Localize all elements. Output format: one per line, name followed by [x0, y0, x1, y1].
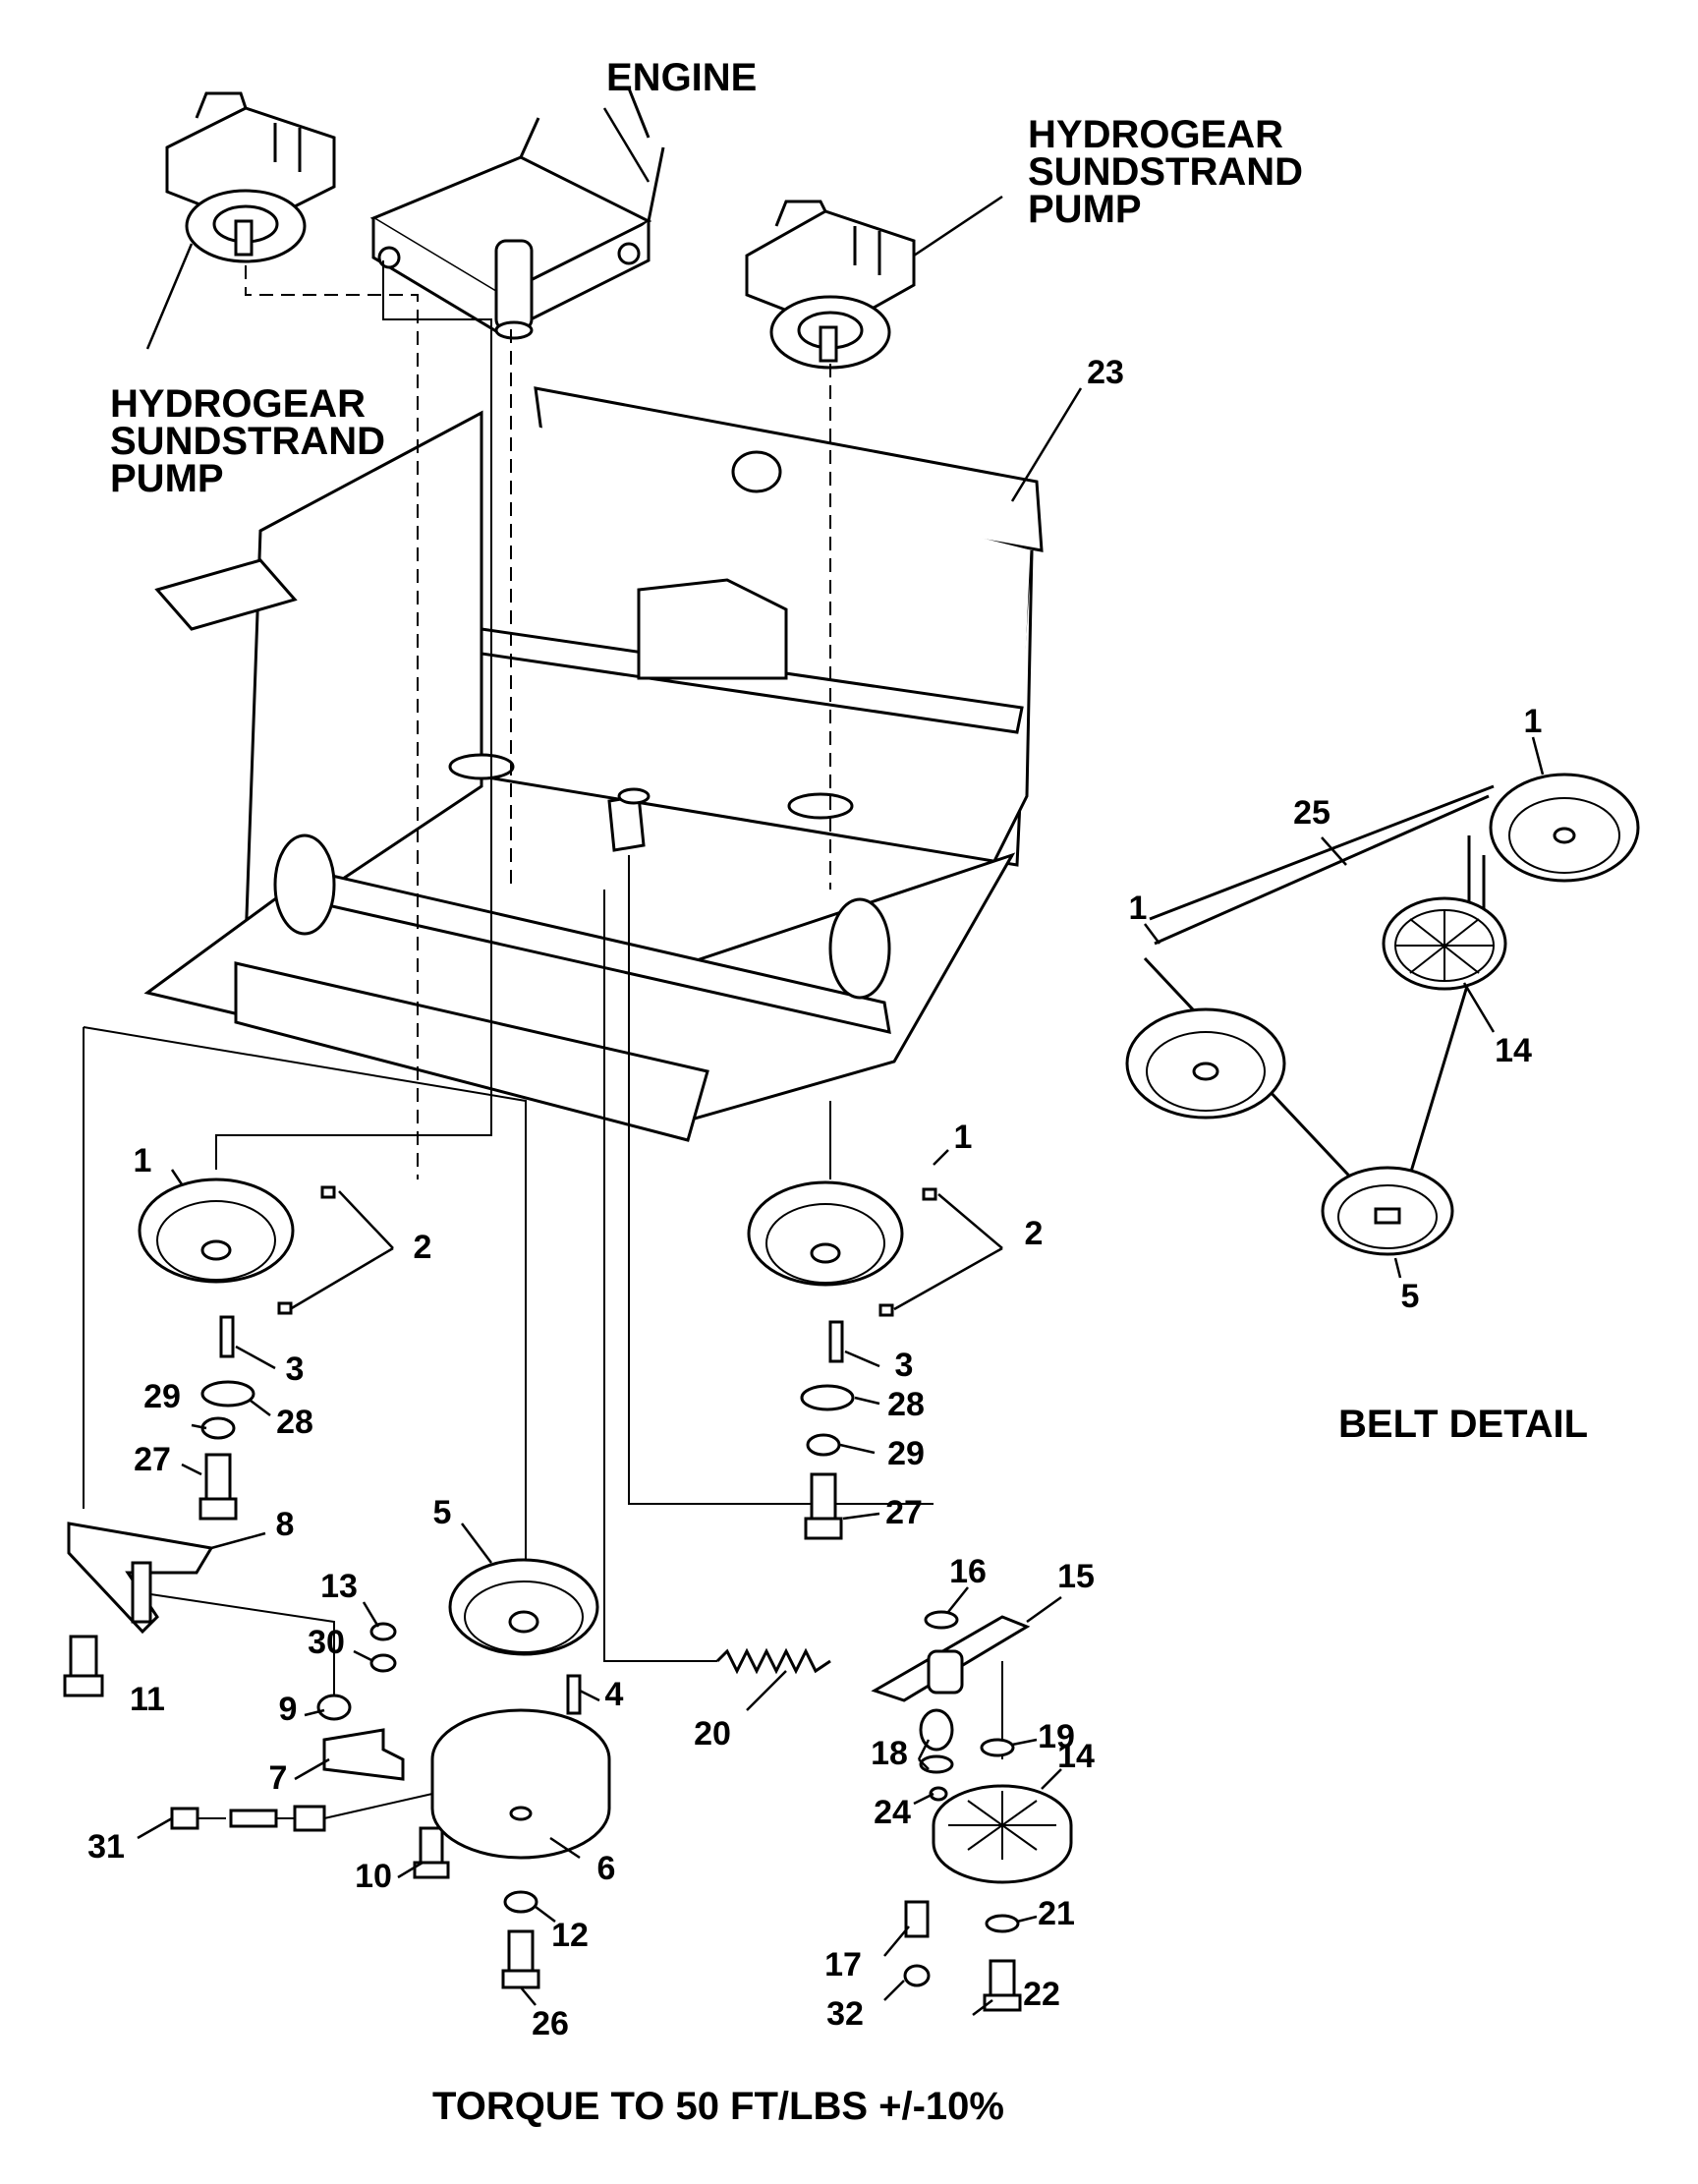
frame-drawing: 23 — [143, 354, 1124, 1142]
callout-18: 18 — [871, 1735, 908, 1772]
callout-32: 32 — [826, 1995, 864, 2033]
centerline — [245, 265, 419, 1179]
belt-callout-25: 25 — [1293, 794, 1330, 832]
callout-20: 20 — [694, 1715, 731, 1753]
callout-26: 26 — [532, 2005, 569, 2042]
callout-5: 5 — [433, 1494, 452, 1531]
callout-27-right: 27 — [885, 1494, 923, 1531]
callout-8: 8 — [276, 1506, 295, 1543]
callout-24: 24 — [874, 1794, 911, 1831]
callout-2-right: 2 — [1025, 1215, 1044, 1252]
right-pulley-stack — [747, 1149, 1003, 1540]
callout-6: 6 — [597, 1850, 616, 1887]
svg-text:HYDROGEAR: HYDROGEAR — [110, 382, 366, 426]
svg-text:PUMP: PUMP — [110, 457, 224, 500]
callout-22: 22 — [1023, 1976, 1060, 2013]
engine-leader — [602, 107, 651, 183]
svg-text:PUMP: PUMP — [1028, 188, 1142, 231]
callout-10: 10 — [355, 1858, 392, 1895]
callout-28-left: 28 — [276, 1404, 313, 1441]
callout-3-left: 3 — [286, 1351, 305, 1388]
callout-29-right: 29 — [887, 1435, 925, 1472]
bracket-assembly-left — [63, 1522, 450, 1879]
callout-4: 4 — [605, 1676, 624, 1713]
right-pump-drawing — [745, 195, 1003, 370]
idler-assembly — [715, 1586, 1073, 2016]
callout-19: 19 — [1038, 1718, 1075, 1755]
torque-note: TORQUE TO 50 FT/LBS +/-10% — [432, 2085, 1004, 2128]
belt-callout-1: 1 — [1129, 890, 1148, 927]
callout-30: 30 — [308, 1624, 345, 1661]
callout-14: 14 — [1057, 1738, 1095, 1775]
belt-callout-5: 5 — [1401, 1278, 1420, 1315]
callout-21: 21 — [1038, 1895, 1075, 1932]
callout-11: 11 — [130, 1681, 165, 1718]
callout-23: 23 — [1087, 354, 1124, 391]
belt-callout-1: 1 — [1524, 703, 1543, 740]
callout-31: 31 — [87, 1828, 125, 1866]
callout-29-left: 29 — [143, 1378, 181, 1415]
callout-13: 13 — [320, 1568, 358, 1605]
callout-15: 15 — [1057, 1558, 1095, 1595]
left-pulley-stack — [138, 1169, 394, 1521]
belt-callout-14: 14 — [1495, 1032, 1532, 1069]
engine-pulley-clutch — [430, 1523, 611, 2006]
engine-label: ENGINE — [606, 56, 757, 99]
belt-detail-drawing — [1125, 736, 1640, 1279]
belt-detail-label: BELT DETAIL — [1338, 1403, 1588, 1446]
callout-7: 7 — [269, 1759, 288, 1797]
left-pump-label: HYDROGEAR SUNDSTRAND PUMP — [110, 382, 385, 500]
callout-17: 17 — [824, 1946, 862, 1983]
svg-text:HYDROGEAR: HYDROGEAR — [1028, 113, 1283, 156]
callout-3-right: 3 — [895, 1347, 914, 1384]
engine-drawing — [369, 87, 665, 340]
svg-text:SUNDSTRAND: SUNDSTRAND — [110, 420, 385, 463]
callout-28-right: 28 — [887, 1386, 925, 1423]
callout-12: 12 — [551, 1917, 589, 1954]
callout-27-left: 27 — [134, 1441, 171, 1478]
callout-1-left: 1 — [134, 1142, 152, 1179]
right-pump-label: HYDROGEAR SUNDSTRAND PUMP — [1028, 113, 1303, 231]
left-pump-drawing — [145, 91, 336, 350]
svg-text:SUNDSTRAND: SUNDSTRAND — [1028, 150, 1303, 194]
callout-1-right: 1 — [954, 1119, 973, 1156]
callout-16: 16 — [949, 1553, 987, 1590]
callout-2-left: 2 — [414, 1229, 432, 1266]
callout-9: 9 — [279, 1691, 298, 1728]
